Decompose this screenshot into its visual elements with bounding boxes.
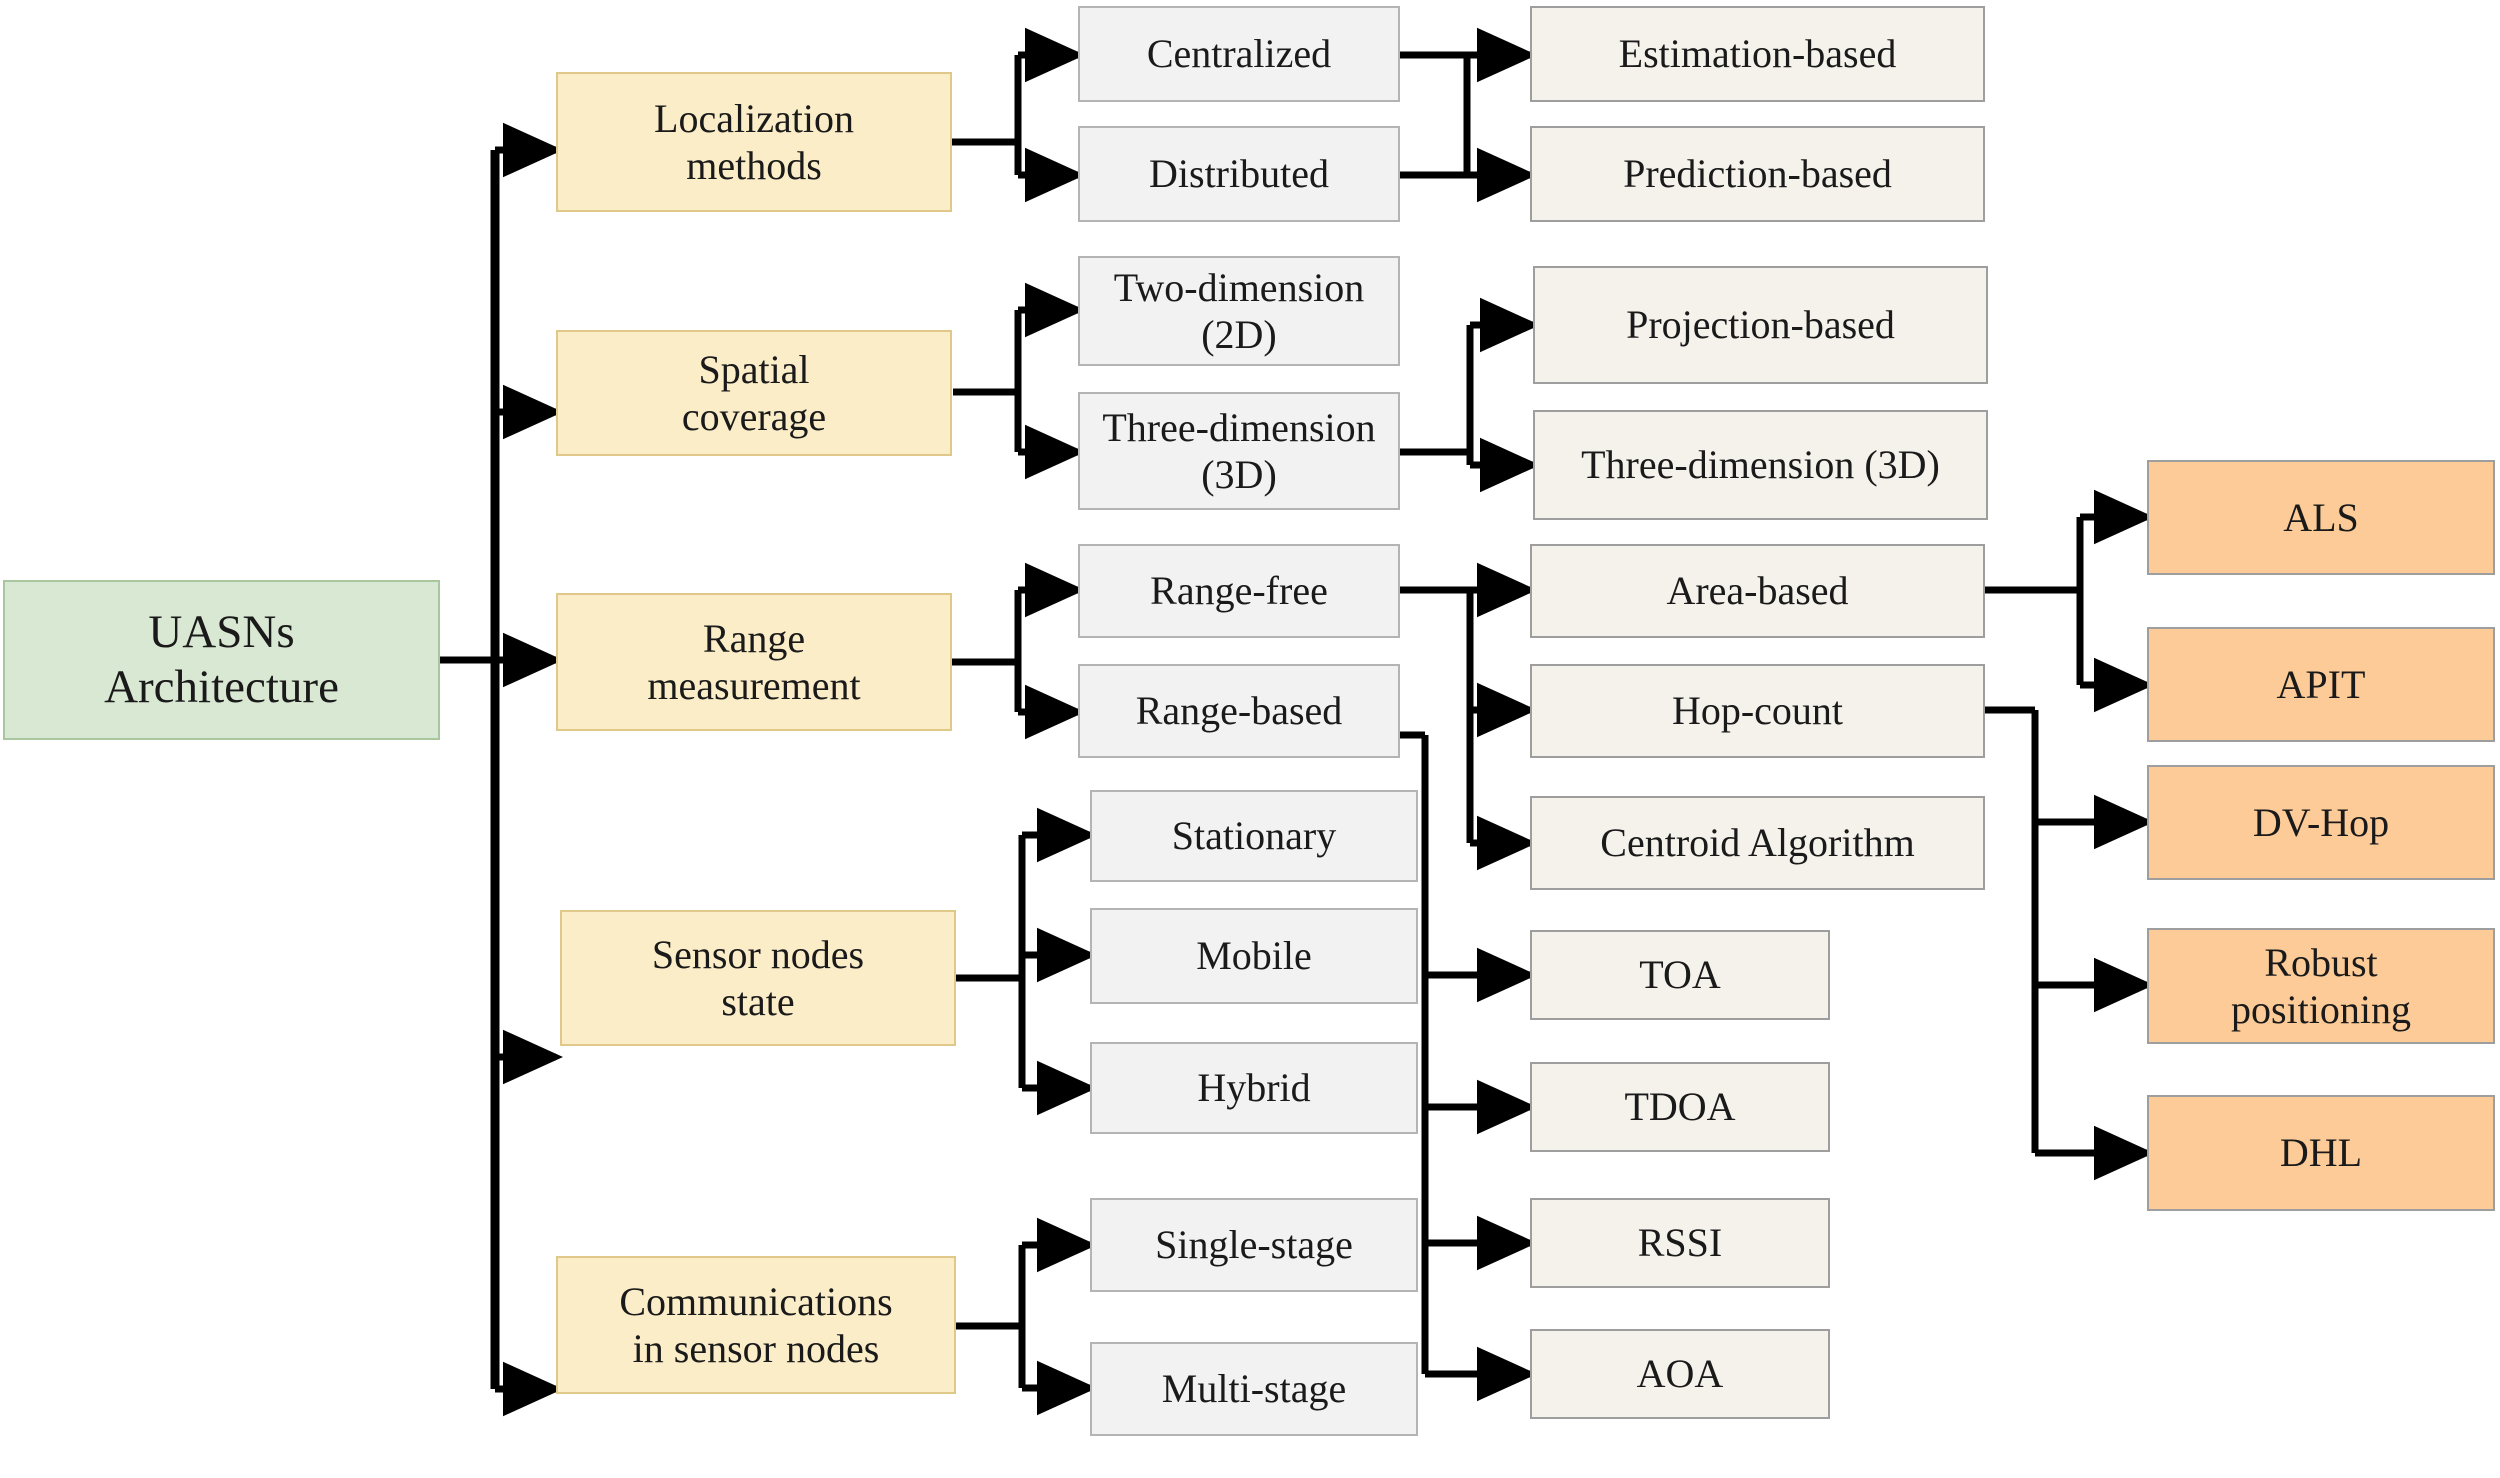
- node-label-stationary: Stationary: [1171, 813, 1337, 859]
- node-aoa[interactable]: AOA: [1530, 1329, 1830, 1419]
- node-centroid-algorithm[interactable]: Centroid Algorithm: [1530, 796, 1985, 890]
- node-label-localization-methods: Localization methods: [654, 95, 854, 188]
- node-label-range-measurement: Range measurement: [647, 615, 861, 708]
- node-label-mobile: Mobile: [1196, 933, 1312, 979]
- node-hop-count[interactable]: Hop-count: [1530, 664, 1985, 758]
- node-als[interactable]: ALS: [2147, 460, 2495, 575]
- node-prediction-based[interactable]: Prediction-based: [1530, 126, 1985, 222]
- node-label-apit: APIT: [2276, 661, 2366, 707]
- node-multi-stage[interactable]: Multi-stage: [1090, 1342, 1418, 1436]
- node-mobile[interactable]: Mobile: [1090, 908, 1418, 1004]
- node-two-dimension-2d[interactable]: Two-dimension (2D): [1078, 256, 1400, 366]
- node-dhl[interactable]: DHL: [2147, 1095, 2495, 1211]
- node-tdoa[interactable]: TDOA: [1530, 1062, 1830, 1152]
- node-hybrid[interactable]: Hybrid: [1090, 1042, 1418, 1134]
- node-spatial-coverage[interactable]: Spatial coverage: [556, 330, 952, 456]
- node-label-sensor-nodes-state: Sensor nodes state: [651, 931, 865, 1024]
- node-area-based[interactable]: Area-based: [1530, 544, 1985, 638]
- node-label-single-stage: Single-stage: [1155, 1222, 1353, 1268]
- node-label-robust-positioning: Robust positioning: [2230, 939, 2412, 1032]
- node-apit[interactable]: APIT: [2147, 627, 2495, 742]
- node-label-range-based: Range-based: [1135, 688, 1343, 734]
- node-label-multi-stage: Multi-stage: [1161, 1366, 1347, 1412]
- node-toa[interactable]: TOA: [1530, 930, 1830, 1020]
- node-estimation-based[interactable]: Estimation-based: [1530, 6, 1985, 102]
- node-three-dimension-3d-detail[interactable]: Three-dimension (3D): [1533, 410, 1988, 520]
- node-label-communications-in-sensor-nodes: Communications in sensor nodes: [619, 1278, 893, 1371]
- node-label-spatial-coverage: Spatial coverage: [681, 346, 827, 439]
- node-dv-hop[interactable]: DV-Hop: [2147, 765, 2495, 880]
- node-label-area-based: Area-based: [1666, 568, 1849, 614]
- node-label-estimation-based: Estimation-based: [1618, 31, 1897, 77]
- node-three-dimension-3d[interactable]: Three-dimension (3D): [1078, 392, 1400, 510]
- node-label-three-dimension-3d: Three-dimension (3D): [1102, 404, 1376, 497]
- node-label-hybrid: Hybrid: [1197, 1065, 1311, 1111]
- node-label-two-dimension-2d: Two-dimension (2D): [1113, 264, 1365, 357]
- root-node-label: UASNs Architecture: [104, 605, 339, 713]
- node-label-range-free: Range-free: [1150, 568, 1328, 614]
- node-localization-methods[interactable]: Localization methods: [556, 72, 952, 212]
- node-label-als: ALS: [2283, 494, 2359, 540]
- node-label-rssi: RSSI: [1637, 1220, 1723, 1266]
- node-label-aoa: AOA: [1636, 1351, 1724, 1397]
- node-range-based[interactable]: Range-based: [1078, 664, 1400, 758]
- node-range-free[interactable]: Range-free: [1078, 544, 1400, 638]
- node-range-measurement[interactable]: Range measurement: [556, 593, 952, 731]
- node-label-dv-hop: DV-Hop: [2252, 799, 2390, 845]
- node-rssi[interactable]: RSSI: [1530, 1198, 1830, 1288]
- node-label-projection-based: Projection-based: [1626, 302, 1895, 348]
- node-label-toa: TOA: [1639, 952, 1721, 998]
- node-distributed[interactable]: Distributed: [1078, 126, 1400, 222]
- node-label-centroid-algorithm: Centroid Algorithm: [1600, 820, 1915, 866]
- node-label-hop-count: Hop-count: [1671, 688, 1844, 734]
- node-stationary[interactable]: Stationary: [1090, 790, 1418, 882]
- node-label-prediction-based: Prediction-based: [1623, 151, 1892, 197]
- root-node-uasns-architecture[interactable]: UASNs Architecture: [3, 580, 440, 740]
- node-label-centralized: Centralized: [1146, 31, 1332, 77]
- node-single-stage[interactable]: Single-stage: [1090, 1198, 1418, 1292]
- node-sensor-nodes-state[interactable]: Sensor nodes state: [560, 910, 956, 1046]
- node-label-distributed: Distributed: [1149, 151, 1329, 197]
- node-projection-based[interactable]: Projection-based: [1533, 266, 1988, 384]
- node-label-three-dimension-3d-detail: Three-dimension (3D): [1581, 442, 1940, 488]
- node-robust-positioning[interactable]: Robust positioning: [2147, 928, 2495, 1044]
- node-centralized[interactable]: Centralized: [1078, 6, 1400, 102]
- node-label-tdoa: TDOA: [1624, 1084, 1736, 1130]
- node-label-dhl: DHL: [2279, 1130, 2363, 1176]
- node-communications-in-sensor-nodes[interactable]: Communications in sensor nodes: [556, 1256, 956, 1394]
